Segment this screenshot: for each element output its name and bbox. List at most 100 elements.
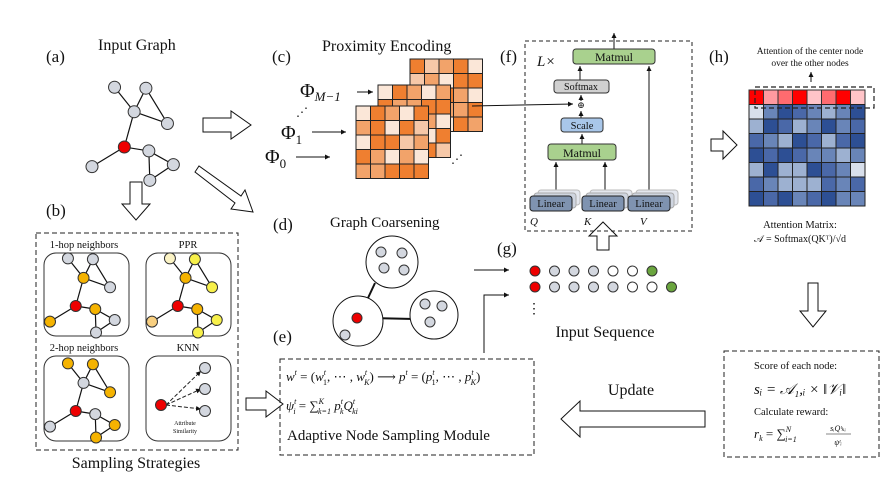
graph-node — [191, 303, 204, 316]
attention-cell — [821, 147, 837, 163]
strategy-label-2hop: 2-hop neighbors — [50, 343, 119, 354]
panel-a-tag: (a) — [46, 47, 65, 66]
graph-node — [146, 315, 158, 328]
center-node — [117, 140, 131, 154]
attention-cell — [777, 191, 793, 207]
panel-c-tag: (c) — [272, 47, 291, 66]
knn-neighbor-node — [199, 362, 211, 374]
proximity-cell — [384, 163, 400, 179]
sequence-token-gray — [549, 265, 560, 277]
proximity-cell — [370, 134, 386, 150]
graph-node — [166, 158, 180, 172]
arrow-up-g-to-f — [587, 221, 619, 251]
attention-cell — [763, 133, 779, 149]
panel-b-sampling-strategies: (b) Sampling Strategies 1-hop neighbors … — [35, 201, 239, 472]
graph-node — [139, 81, 153, 95]
update-label: Update — [608, 382, 654, 399]
arrow-right-f-to-h — [710, 129, 738, 161]
strategy-label-ppr: PPR — [179, 240, 198, 251]
attention-center-cell — [763, 89, 779, 105]
proximity-cell — [413, 163, 429, 179]
score-formula: sᵢ = 𝒜₁,ᵢ × ‖𝒱ᵢ‖ — [754, 382, 846, 398]
coarse-node — [375, 246, 387, 258]
sequence-ellipsis: ⋮ — [527, 302, 541, 317]
scale-block — [560, 117, 604, 133]
panel-g-tag: (g) — [497, 239, 517, 258]
attention-cell — [763, 118, 779, 134]
supernode-top — [365, 235, 419, 289]
coarse-node — [339, 329, 351, 341]
knn-note-line2: Similarity — [173, 429, 197, 435]
attention-center-cell — [777, 89, 793, 105]
panel-d-tag: (d) — [273, 215, 293, 234]
graph-ppr — [146, 252, 223, 339]
attention-cell — [777, 104, 793, 120]
attention-cell — [748, 191, 764, 207]
center-node — [69, 405, 82, 417]
graph-node — [192, 326, 205, 339]
panel-b-title: Sampling Strategies — [72, 455, 200, 472]
sequence-token-gray — [568, 265, 580, 277]
linear-block — [627, 195, 671, 212]
proximity-cell — [438, 58, 454, 74]
attention-cell — [748, 104, 764, 120]
graph-node — [85, 160, 99, 174]
attention-cell — [777, 147, 793, 163]
proximity-cell — [435, 142, 451, 158]
attention-caption-line2: over the other nodes — [771, 59, 849, 69]
knn-note-line1: Attribute — [174, 421, 196, 427]
proximity-cell — [399, 163, 415, 179]
coarse-node — [398, 264, 410, 276]
sequence-token-white — [627, 265, 638, 277]
proximity-cell — [453, 116, 469, 132]
proximity-cell — [413, 134, 429, 150]
graph-node — [104, 281, 117, 294]
panel-h-tag: (h) — [709, 47, 729, 66]
linear-block — [529, 195, 573, 212]
attention-cell — [850, 147, 866, 163]
strategy-box-1hop — [43, 252, 130, 337]
transformer-box — [524, 40, 693, 232]
proximity-cell — [421, 84, 437, 100]
adaptive-sampling-title: Adaptive Node Sampling Module — [287, 428, 490, 444]
proximity-cell — [370, 163, 386, 179]
strategy-label-knn: KNN — [177, 343, 200, 354]
panel-b-tag: (b) — [46, 201, 66, 220]
adaptive-sampling-box — [279, 358, 535, 456]
add-operator: ⊕ — [577, 100, 585, 110]
panel-c-proximity-encoding: (c) Proximity Encoding ΦM−1 ⋰ ⋰ Φ1 Φ0 ⋰ — [265, 38, 574, 179]
attention-cell — [835, 176, 851, 192]
reward-numerator: sᵢQᵗₖᵢ — [830, 424, 846, 433]
coarse-node — [419, 298, 431, 310]
proximity-cell — [370, 105, 386, 121]
proximity-cell — [392, 84, 408, 100]
arrow-right-b-to-e — [245, 389, 284, 419]
supernode-right — [409, 290, 459, 340]
attention-cell — [850, 118, 866, 134]
proximity-cell — [409, 58, 425, 74]
proximity-cell — [355, 149, 371, 165]
sequence-token-gray — [588, 265, 599, 277]
proximity-cell — [453, 102, 469, 118]
attention-cell — [821, 162, 837, 178]
graph-node — [206, 281, 219, 294]
attention-cell — [835, 162, 851, 178]
softmax-block — [553, 79, 610, 94]
attention-center-cell — [792, 89, 808, 105]
attention-cell — [792, 162, 808, 178]
linear-label: Linear — [589, 199, 617, 210]
graph-node — [90, 326, 103, 339]
proximity-cell — [435, 99, 451, 115]
attention-cell — [777, 162, 793, 178]
graph-node — [90, 431, 103, 444]
knn-neighbor-node — [199, 405, 211, 417]
proximity-cell — [435, 128, 451, 144]
reward-label: Calculate reward: — [754, 407, 828, 418]
panel-g-input-sequence: (g) ⋮ Input Sequence — [474, 239, 677, 353]
attention-cell — [748, 162, 764, 178]
graph-node — [89, 408, 102, 421]
